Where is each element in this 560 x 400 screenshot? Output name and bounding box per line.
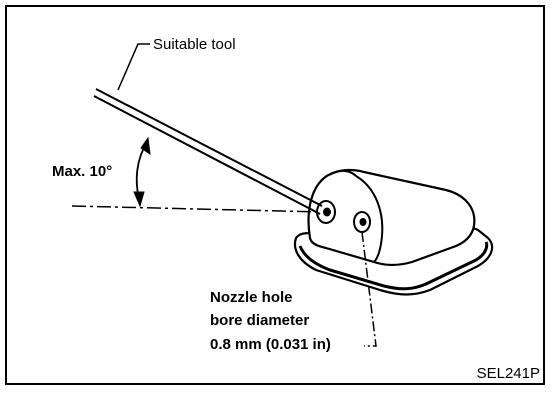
reference-axis-line [71, 205, 323, 213]
suitable-tool [93, 88, 323, 215]
figure-code: SEL241P [477, 365, 540, 382]
nozzle-ridge [335, 169, 357, 177]
tool-rod-lower-edge [93, 95, 321, 215]
angle-label: Max. 10° [52, 163, 112, 180]
tool-rod-upper-edge [95, 88, 323, 207]
nozzle-label-line2: bore diameter [210, 312, 309, 329]
angle-arrowhead-top [140, 136, 151, 156]
washer-nozzle [293, 168, 494, 296]
nozzle-hole-leader-line [361, 231, 377, 347]
tool-leader-line [117, 43, 150, 91]
nozzle-label-line3: 0.8 mm (0.031 in) [210, 336, 331, 353]
nozzle-dome [307, 168, 476, 267]
nozzle-hole-left-inner [323, 207, 331, 217]
tool-label: Suitable tool [153, 36, 236, 53]
angle-indicator [133, 136, 151, 208]
nozzle-hole-right-inner [359, 218, 367, 226]
nozzle-flange-edge [298, 241, 489, 291]
nozzle-front-face [355, 175, 384, 263]
angle-arrowhead-bottom [133, 191, 145, 208]
nozzle-label-line1: Nozzle hole [210, 289, 293, 306]
